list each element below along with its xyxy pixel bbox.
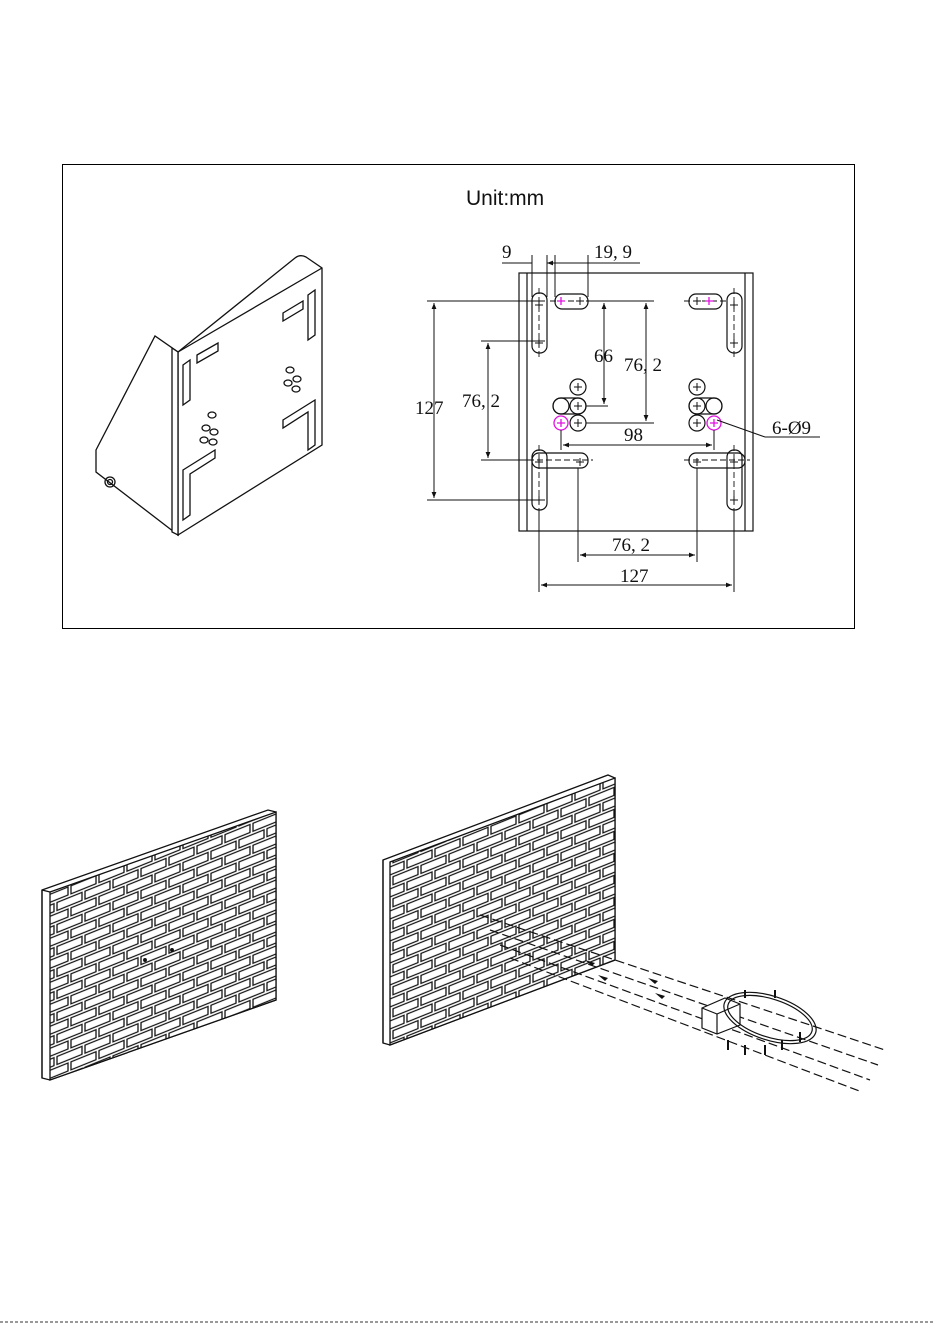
dim-76-2-bottom: 76, 2: [612, 535, 650, 556]
dim-98: 98: [624, 425, 643, 446]
dim-9: 9: [502, 242, 512, 263]
brick-wall-right: [383, 775, 615, 1045]
bracket-front-view: [519, 273, 753, 531]
dim-6-holes: 6-Ø9: [772, 418, 811, 439]
dim-66: 66: [594, 346, 613, 367]
dim-76-2-left: 76, 2: [462, 391, 500, 412]
bracket-isometric-view: [96, 256, 322, 535]
dim-127-bottom: 127: [620, 566, 649, 587]
dim-19-9: 19, 9: [594, 242, 632, 263]
unit-label: Unit:mm: [466, 187, 544, 210]
dim-127-left: 127: [415, 398, 444, 419]
brick-wall-left: [42, 810, 276, 1080]
dim-76-2-inner: 76, 2: [624, 355, 662, 376]
